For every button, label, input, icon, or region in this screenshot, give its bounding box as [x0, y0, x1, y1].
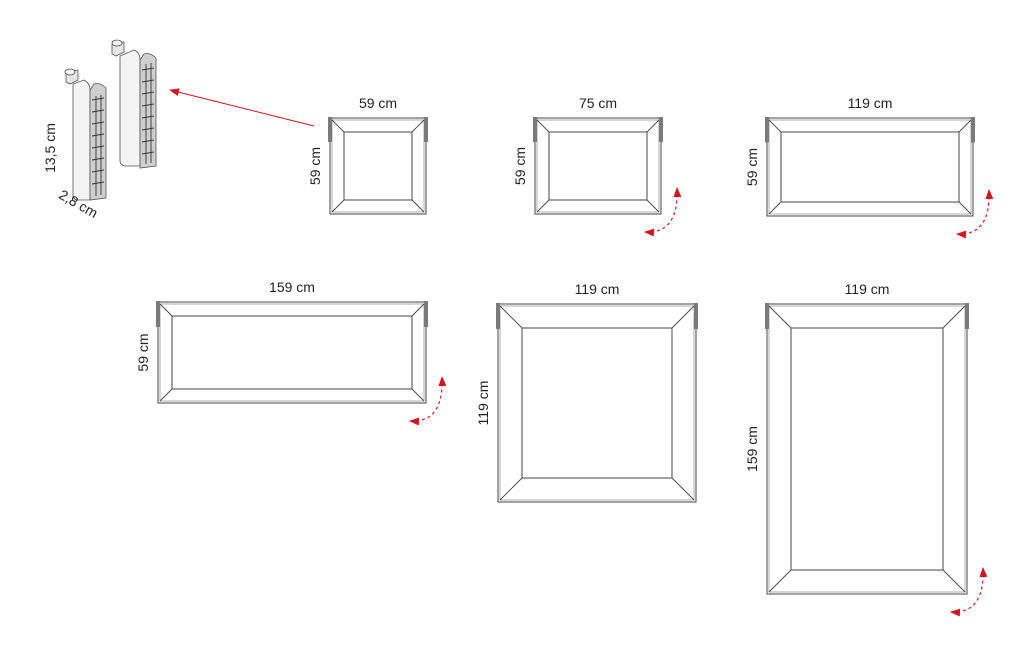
hanger-cap-left: [496, 303, 500, 329]
frame-inner-opening: [521, 327, 673, 479]
hanger-cap-right: [694, 303, 698, 329]
profile-height-label: 13,5 cm: [42, 123, 58, 173]
frame-width-label: 119 cm: [575, 281, 620, 297]
frame-outer-inner-line: [768, 305, 966, 593]
rotate-arrow: [644, 187, 682, 237]
profile-piece-short: [64, 68, 107, 201]
frame-inner-opening: [343, 131, 413, 201]
frame-width-label: 119 cm: [848, 95, 893, 111]
frame-height-label: 59 cm: [512, 147, 528, 185]
frames-layer: 59 cm 59 cm 75 cm 59 cm 119 cm 59 cm 159 cm 59 …: [135, 95, 994, 617]
rotate-arrow: [950, 567, 988, 617]
frame-119x59: 119 cm 59 cm: [744, 95, 994, 239]
hanger-cap-right: [965, 303, 969, 329]
profile-detail: 13,5 cm 2,8 cm: [42, 39, 157, 221]
frame-outer-border: [766, 117, 974, 217]
frame-75x59: 75 cm 59 cm: [512, 95, 682, 237]
frame-mitre-joints: [499, 305, 695, 501]
frame-mitre-joints: [768, 305, 966, 593]
frame-outer-border: [329, 117, 427, 215]
frame-inner-opening: [790, 327, 944, 571]
hanger-cap-right: [424, 117, 428, 142]
hanger-cap-left: [533, 117, 537, 142]
frame-59x59: 59 cm 59 cm: [307, 95, 428, 215]
rotate-arrow: [956, 189, 994, 239]
hanger-cap-left: [328, 117, 332, 142]
frame-outer-border: [534, 117, 662, 215]
frame-height-label: 59 cm: [744, 148, 760, 186]
frame-width-label: 119 cm: [845, 281, 890, 297]
frame-height-label: 159 cm: [744, 426, 760, 472]
hanger-cap-left: [765, 117, 769, 143]
frame-width-label: 159 cm: [269, 279, 315, 295]
hanger-cap-left: [156, 301, 160, 327]
frame-outer-inner-line: [536, 119, 660, 213]
frame-width-label: 75 cm: [579, 95, 617, 111]
frame-159x59: 159 cm 59 cm: [135, 279, 447, 426]
frame-outer-inner-line: [768, 119, 972, 215]
hanger-cap-right: [659, 117, 663, 142]
frame-mitre-joints: [536, 119, 660, 213]
frame-width-label: 59 cm: [359, 95, 397, 111]
frame-119x119: 119 cm 119 cm: [475, 281, 698, 503]
profile-pointer-arrow: [169, 88, 315, 127]
frame-mitre-joints: [331, 119, 425, 213]
hanger-cap-left: [765, 303, 769, 329]
frame-mitre-joints: [159, 303, 425, 402]
frame-outer-inner-line: [499, 305, 695, 501]
frame-height-label: 59 cm: [307, 147, 323, 185]
frame-height-label: 119 cm: [475, 381, 491, 426]
profile-piece-tall: [111, 39, 157, 169]
frame-outer-border: [157, 301, 427, 404]
hanger-cap-right: [971, 117, 975, 143]
frame-inner-opening: [171, 315, 413, 390]
frame-outer-border: [497, 303, 697, 503]
frame-outer-border: [766, 303, 968, 595]
frame-inner-opening: [780, 131, 960, 203]
hanger-cap-right: [424, 301, 428, 327]
frame-119x159: 119 cm 159 cm: [744, 281, 988, 617]
rotate-arrow: [409, 376, 447, 426]
frame-inner-opening: [548, 131, 648, 201]
frame-outer-inner-line: [159, 303, 425, 402]
frame-height-label: 59 cm: [135, 333, 151, 371]
frame-outer-inner-line: [331, 119, 425, 213]
frame-mitre-joints: [768, 119, 972, 215]
